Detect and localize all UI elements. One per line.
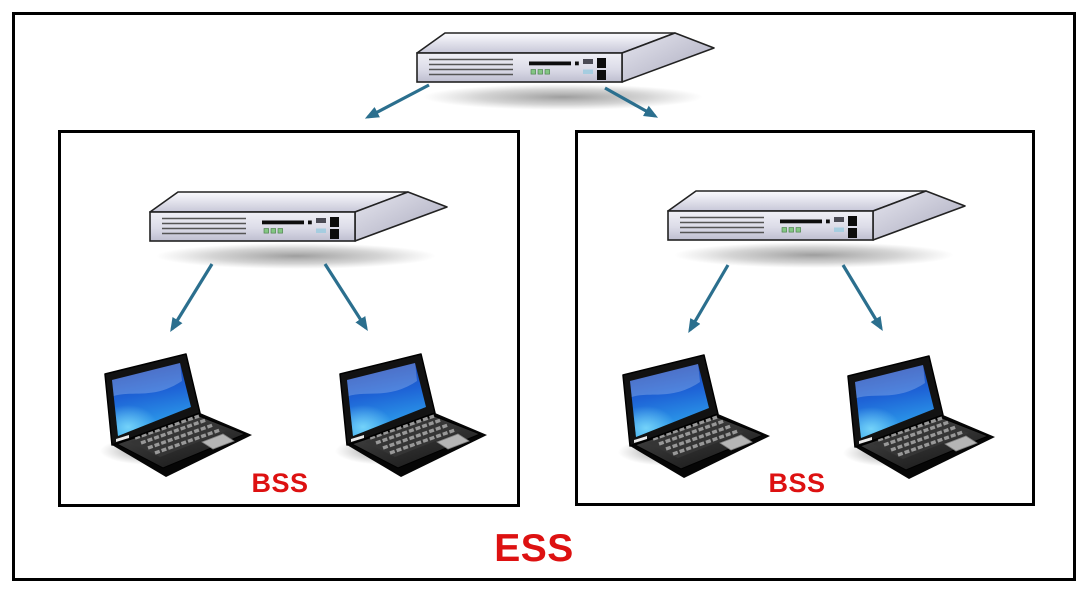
arrow-left-ap-to-laptop2 bbox=[323, 263, 368, 331]
laptop-icon bbox=[841, 356, 995, 479]
ess-label: ESS bbox=[494, 527, 574, 570]
bss-left-label: BSS bbox=[251, 468, 309, 498]
bss-right-label: BSS bbox=[768, 468, 826, 498]
arrow-right-ap-to-laptop2 bbox=[841, 264, 883, 331]
laptop-icon bbox=[333, 354, 487, 477]
router-icon bbox=[416, 32, 715, 111]
laptop-icon bbox=[98, 354, 252, 477]
bss-left-boundary-box bbox=[58, 130, 520, 507]
laptop-icon bbox=[616, 355, 770, 478]
arrow-root-to-left-ap bbox=[364, 83, 430, 119]
arrow-root-to-right-ap bbox=[604, 86, 659, 118]
router-icon bbox=[149, 191, 448, 270]
bss-right-boundary-box bbox=[575, 130, 1035, 506]
connection-arrows bbox=[170, 83, 883, 334]
arrow-right-ap-to-laptop1 bbox=[688, 264, 730, 334]
ess-boundary-box bbox=[12, 12, 1076, 581]
router-icon bbox=[667, 190, 966, 269]
arrow-left-ap-to-laptop1 bbox=[170, 263, 214, 332]
